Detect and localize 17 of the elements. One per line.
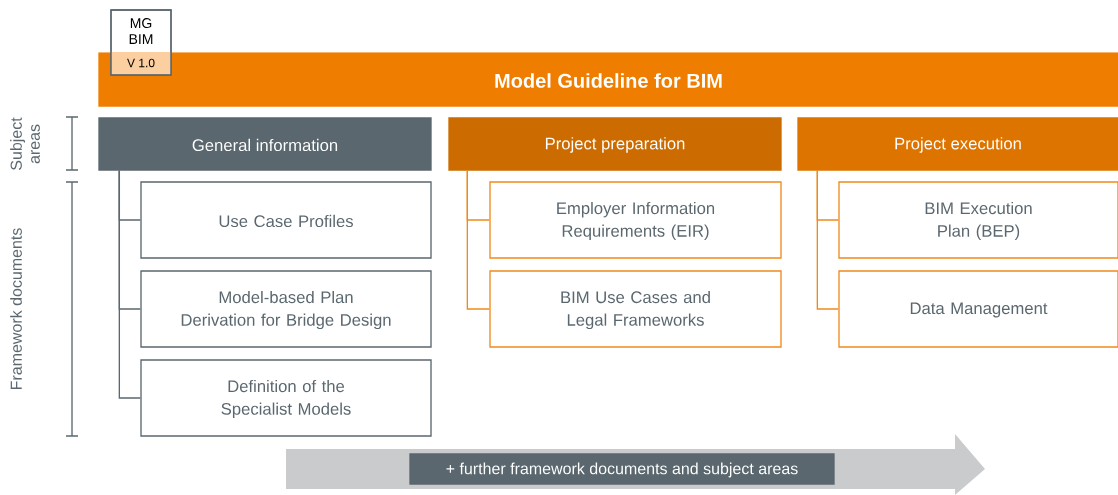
version-badge: MG BIM V 1.0 — [110, 9, 172, 76]
document-box: Employer Information Requirements (EIR) — [489, 181, 782, 259]
document-box: Data Management — [838, 270, 1118, 348]
connector-line — [816, 170, 839, 310]
column-header: Project execution — [797, 117, 1118, 171]
document-box: BIM Execution Plan (BEP) — [838, 181, 1118, 259]
column-header: General information — [98, 117, 432, 171]
connector-line — [118, 170, 141, 399]
side-label: Framework documents — [10, 228, 22, 390]
connector-line — [466, 170, 490, 310]
document-box: Definition of the Specialist Models — [140, 359, 432, 437]
document-box: Use Case Profiles — [140, 181, 432, 259]
column-header: Project preparation — [448, 117, 782, 171]
document-box: BIM Use Cases and Legal Frameworks — [489, 270, 782, 348]
document-box: Model-based Plan Derivation for Bridge Design — [140, 270, 432, 348]
note-box: + further framework documents and subject areas — [409, 453, 835, 485]
side-label: Subject areas — [10, 117, 40, 170]
